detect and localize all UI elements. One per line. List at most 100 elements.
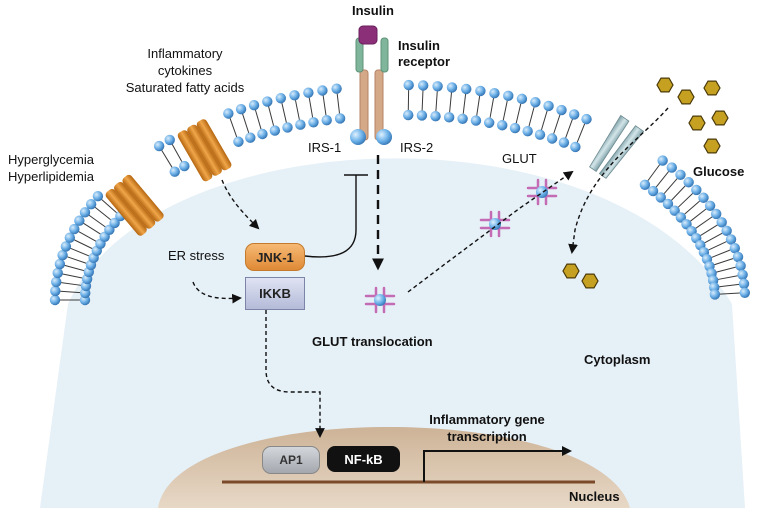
lipid-head (262, 96, 273, 107)
lipid-head (675, 212, 687, 223)
lipid-tail (716, 266, 736, 273)
insulin-receptor-label-line1: Insulin (398, 38, 440, 53)
lipid-head (647, 185, 659, 197)
lipid-tail (719, 292, 740, 295)
glut-protein (526, 178, 558, 206)
lipid-head (738, 278, 750, 289)
lipid-tail (62, 273, 83, 279)
glucose-molecule (562, 263, 580, 279)
lipid-tail (677, 193, 694, 208)
lipid-head (721, 225, 732, 237)
irs2-label: IRS-2 (400, 140, 434, 155)
lipid-tail (655, 171, 670, 188)
lipid-tail (528, 106, 535, 127)
lipid-head (179, 160, 190, 172)
lipid-head (282, 122, 293, 133)
lipid-tail (171, 144, 183, 162)
lipid-head (691, 184, 702, 196)
lipid-head (657, 155, 668, 166)
lipid-head (233, 136, 244, 147)
nfkb-box: NF-kB (327, 446, 400, 472)
glut-protein (364, 286, 396, 314)
lipid-head (704, 200, 716, 211)
lipid-head (522, 126, 533, 137)
lipid-head (235, 103, 247, 115)
lipid-head (295, 119, 306, 130)
lipid-head (683, 177, 694, 188)
lipid-tail (540, 110, 548, 131)
lipid-tail (254, 109, 262, 130)
lipid-head (716, 217, 727, 228)
nucleus-label: Nucleus (569, 489, 620, 504)
lipid-head (470, 115, 482, 126)
inflammatory-gene-label-line2: transcription (447, 429, 527, 444)
lipid-tail (502, 100, 508, 121)
lipid-tail (719, 283, 740, 288)
lipid-head (737, 269, 748, 280)
cytokine-to-jnk-arrow (221, 179, 260, 230)
lipid-head (461, 83, 472, 95)
lipid-head (275, 93, 286, 104)
lipid-head (509, 122, 521, 134)
lipid-head (709, 289, 721, 300)
lipid-head (257, 128, 268, 140)
lipid-tail (294, 100, 300, 120)
lipid-tail (336, 93, 340, 114)
lipid-tail (576, 123, 586, 143)
lipid-tail (671, 185, 686, 201)
lipid-tail (462, 93, 467, 114)
lipid-head (74, 215, 85, 226)
lipid-tail (322, 95, 327, 116)
lipid-tail (647, 164, 661, 182)
lipid-head (655, 192, 666, 203)
lipid-head (710, 208, 722, 220)
lipid-head (69, 223, 80, 235)
lipid-head (516, 93, 528, 105)
lipid-head (57, 249, 68, 261)
lipid-tail (70, 247, 90, 257)
lipid-head (503, 90, 514, 102)
glucose-molecule (703, 80, 721, 96)
lipid-tail (565, 118, 573, 139)
lipid-tail (553, 114, 561, 134)
lipid-head (534, 129, 546, 140)
lipid-tail (94, 206, 112, 221)
lipid-tail (708, 241, 727, 251)
lipid-head (416, 110, 428, 121)
lipid-tail (61, 282, 82, 286)
lipid-head (739, 287, 751, 298)
lipid-head (308, 117, 319, 128)
lipid-head (639, 179, 651, 190)
lipid-tail (161, 150, 173, 168)
lipid-tail (714, 258, 734, 266)
lipid-head (245, 132, 256, 143)
lipid-tail (78, 231, 97, 242)
lipid-head (303, 87, 314, 98)
ikkb-to-nucleus-arrow (265, 310, 325, 438)
glucose-channel (589, 114, 645, 179)
glucose-label: Glucose (693, 164, 745, 179)
lipid-head (153, 140, 165, 152)
cytoplasm-label: Cytoplasm (584, 352, 651, 367)
er-stress-to-ikkb-arrow (192, 281, 242, 304)
inflammatory-gene-label-line1: Inflammatory gene (429, 412, 545, 427)
lipid-tail (449, 92, 452, 113)
inflammatory-label-line3: Saturated fatty acids (125, 80, 245, 95)
lipid-head (169, 166, 180, 177)
glut-translocation-arrow (407, 170, 574, 293)
er-stress-label: ER stress (168, 248, 225, 263)
glucose-molecule (677, 89, 695, 105)
lipid-head (581, 113, 592, 125)
lipid-head (725, 234, 737, 245)
glucose-molecule (711, 110, 729, 126)
lipid-tail (690, 208, 707, 222)
lipid-head (489, 88, 500, 99)
lipid-tail (101, 199, 117, 214)
hyperglycemia-label: Hyperglycemia (8, 152, 94, 167)
glucose-molecules (562, 77, 729, 289)
insulin-receptor (350, 25, 392, 145)
glucose-uptake-arrow (568, 107, 669, 254)
lipid-head (558, 137, 570, 148)
hyperlipidemia-label: Hyperlipidemia (8, 169, 94, 184)
lipid-head (248, 99, 260, 111)
